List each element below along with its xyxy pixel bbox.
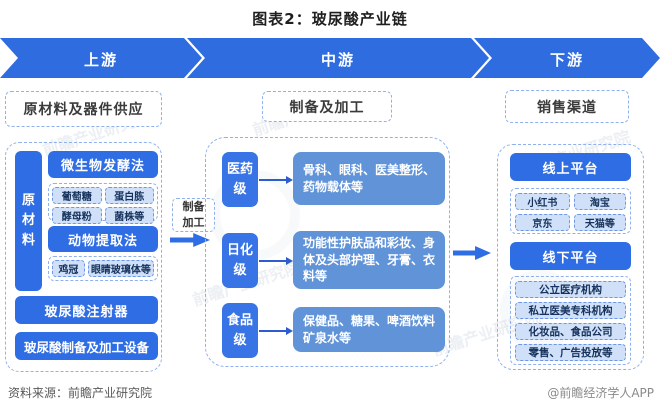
- applications-pharmaceutical-text: 骨科、眼科、医美整形、药物载体等: [303, 162, 436, 194]
- grade-daily-chemical-label: 日化级: [226, 243, 253, 278]
- credit-note: @前瞻经济学人APP: [547, 386, 654, 400]
- flow-arrow-upstream-to-midstream: [170, 233, 210, 247]
- item-yeast-powder: 酵母粉: [52, 207, 102, 224]
- item-peptone: 蛋白胨: [104, 187, 154, 204]
- applications-pharmaceutical: 骨科、眼科、医美整形、药物载体等: [293, 152, 445, 205]
- method-fermentation-label: 微生物发酵法: [60, 159, 145, 174]
- platform-taobao: 淘宝: [573, 193, 626, 210]
- banner-downstream-label: 下游: [549, 50, 584, 69]
- process-arrow-label-text: 制备加工: [182, 200, 205, 229]
- downstream-header: 销售渠道: [505, 90, 629, 123]
- device-equipment: 玻尿酸制备及加工设备: [15, 332, 158, 360]
- offline-platform-label: 线下平台: [542, 250, 599, 266]
- banner-midstream-label: 中游: [320, 50, 355, 69]
- channel-public-medical: 公立医疗机构: [515, 281, 626, 298]
- platform-xiaohongshu: 小红书: [515, 193, 570, 210]
- method-fermentation: 微生物发酵法: [48, 151, 158, 178]
- grade-food-label: 食品级: [226, 313, 253, 348]
- offline-platform-box: 线下平台: [510, 242, 631, 270]
- device-syringe: 玻尿酸注射器: [15, 296, 158, 324]
- applications-food-text: 保健品、糖果、啤酒饮料矿泉水等: [303, 313, 436, 345]
- animal-extraction-items: 鸡冠 眼睛玻璃体等: [48, 256, 158, 281]
- midstream-header: 制备及加工: [262, 91, 392, 122]
- connector-arrow-food: [259, 327, 293, 335]
- item-vitreous: 眼睛玻璃体等: [87, 260, 154, 277]
- platform-jd: 京东: [515, 214, 570, 231]
- banner-downstream: 下游: [474, 38, 660, 78]
- device-syringe-label: 玻尿酸注射器: [44, 304, 129, 320]
- flow-arrow-midstream-to-downstream: [453, 246, 491, 260]
- grade-pharmaceutical-label: 医药级: [226, 162, 253, 197]
- online-platform-box: 线上平台: [510, 153, 631, 181]
- raw-material-side-label-text: 原材料: [21, 192, 35, 249]
- source-note: 资料来源：前瞻产业研究院: [8, 386, 153, 400]
- item-glucose: 葡萄糖: [52, 187, 102, 204]
- offline-channel-items: 公立医疗机构 私立医美专科机构 化妆品、食品公司 零售、广告投放等: [510, 276, 631, 365]
- grade-daily-chemical: 日化级: [222, 233, 258, 288]
- banner-upstream-label: 上游: [83, 50, 118, 69]
- downstream-container: [497, 144, 644, 370]
- applications-food: 保健品、糖果、啤酒饮料矿泉水等: [293, 307, 445, 352]
- online-platform-label: 线上平台: [542, 161, 599, 177]
- upstream-header: 原材料及器件供应: [5, 91, 162, 127]
- page-title: 图表2：玻尿酸产业链: [252, 10, 408, 28]
- online-platform-items: 小红书 淘宝 京东 天猫等: [510, 188, 631, 234]
- upstream-header-label: 原材料及器件供应: [23, 102, 144, 118]
- method-animal-extraction: 动物提取法: [48, 226, 158, 252]
- upstream-container: [5, 142, 162, 372]
- grade-pharmaceutical: 医药级: [222, 152, 258, 207]
- grade-food: 食品级: [222, 303, 258, 358]
- channel-private-aesthetic: 私立医美专科机构: [515, 302, 626, 319]
- channel-retail-ads: 零售、广告投放等: [515, 344, 626, 361]
- item-strains: 菌株等: [104, 207, 154, 224]
- fermentation-items: 葡萄糖 蛋白胨 酵母粉 菌株等: [48, 183, 158, 224]
- channel-cosmetics-food: 化妆品、食品公司: [515, 323, 626, 340]
- banner-upstream: 上游: [0, 38, 202, 78]
- method-animal-extraction-label: 动物提取法: [67, 233, 138, 249]
- device-equipment-label: 玻尿酸制备及加工设备: [23, 339, 149, 355]
- midstream-header-label: 制备及加工: [289, 99, 365, 116]
- platform-tmall: 天猫等: [573, 214, 626, 231]
- downstream-header-label: 销售渠道: [537, 99, 597, 116]
- applications-daily-chemical: 功能性护肤品和彩妆、身体及头部护理、牙膏、衣料等: [293, 231, 445, 289]
- item-cockscomb: 鸡冠: [52, 260, 85, 277]
- process-arrow-label: 制备加工: [172, 198, 215, 232]
- connector-arrow-pharmaceutical: [259, 176, 293, 184]
- connector-arrow-daily-chemical: [259, 257, 293, 265]
- raw-material-side-label: 原材料: [15, 151, 42, 291]
- midstream-container: [205, 137, 450, 367]
- applications-daily-chemical-text: 功能性护肤品和彩妆、身体及头部护理、牙膏、衣料等: [303, 235, 436, 284]
- banner-midstream: 中游: [187, 38, 489, 78]
